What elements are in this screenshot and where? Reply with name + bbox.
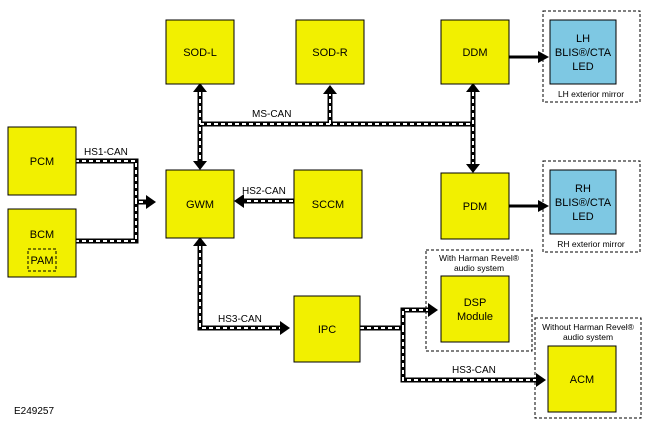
without-harman-group: [534, 317, 642, 419]
ipc-dsp-acm-link: [360, 307, 432, 331]
figure-ref: E249257: [14, 406, 54, 417]
rh-led-label-2: BLIS®/CTA: [555, 197, 612, 209]
arrow-to-acm: [536, 373, 546, 387]
ddm-label: DDM: [462, 47, 487, 59]
rh-mirror-label: RH exterior mirror: [557, 239, 625, 249]
with-harman-label-2: audio system: [454, 263, 504, 273]
acm-label: ACM: [570, 374, 594, 386]
module-sccm: SCCM: [293, 169, 363, 239]
ms-can-label: MS-CAN: [252, 109, 291, 120]
bus-lines-inner: [75, 92, 536, 381]
lh-mirror-label: LH exterior mirror: [558, 89, 624, 99]
hs1-can-bcm: [75, 202, 139, 244]
arrow-to-sodr: [323, 85, 337, 94]
lh-led-label-3: LED: [572, 61, 593, 73]
bus-arrowheads: [146, 83, 546, 387]
module-pcm: PCM: [7, 126, 77, 196]
without-harman-label-2: audio system: [563, 332, 613, 342]
arrow-to-gwm-top: [193, 161, 207, 170]
hs1-can-pcm: [75, 158, 150, 205]
gwm-label: GWM: [186, 199, 214, 211]
module-gwm: GWM: [165, 169, 235, 239]
module-ddm: DDM: [440, 19, 510, 85]
sod-l-label: SOD-L: [183, 47, 217, 59]
module-pdm: PDM: [440, 172, 510, 240]
module-bcm: BCM PAM: [7, 208, 77, 278]
hs1-can-label: HS1-CAN: [84, 147, 128, 158]
arrow-hs3-to-gwm: [193, 237, 207, 246]
bcm-label: BCM: [30, 229, 54, 241]
arrow-to-lh-led: [538, 51, 549, 63]
hs3-can-acm-label: HS3-CAN: [452, 365, 496, 376]
rh-led-label-1: RH: [575, 183, 591, 195]
module-ipc: IPC: [293, 295, 361, 363]
lh-blis-led: LH BLIS®/CTA LED: [549, 19, 617, 85]
module-acm: ACM: [547, 345, 617, 413]
rh-led-label-3: LED: [572, 211, 593, 223]
led-feed-lines: [508, 55, 540, 208]
module-sod-l: SOD-L: [165, 19, 235, 85]
module-dsp: DSP Module: [440, 275, 510, 343]
arrow-to-pdm: [466, 164, 480, 173]
arrow-to-ddm: [466, 83, 480, 92]
hs2-can-label: HS2-CAN: [242, 186, 286, 197]
dsp-label-1: DSP: [464, 297, 487, 309]
dsp-label-2: Module: [457, 311, 493, 323]
pdm-label: PDM: [463, 201, 487, 213]
module-sod-r: SOD-R: [295, 19, 365, 85]
arrow-hs2-to-gwm: [234, 194, 244, 208]
without-harman-label-1: Without Harman Revel®: [542, 322, 635, 332]
pcm-label: PCM: [30, 156, 54, 168]
arrow-to-dsp: [428, 303, 438, 317]
sccm-label: SCCM: [312, 199, 344, 211]
ipc-label: IPC: [318, 324, 336, 336]
with-harman-label-1: With Harman Revel®: [439, 253, 520, 263]
lh-led-label-1: LH: [576, 33, 590, 45]
arrow-to-rh-led: [538, 200, 549, 212]
pam-label: PAM: [30, 255, 53, 267]
with-harman-group: [425, 249, 533, 352]
hs3-can-gwm-ipc: [197, 244, 284, 331]
sod-r-label: SOD-R: [312, 47, 348, 59]
arrow-hs1-to-gwm: [146, 195, 156, 209]
rh-blis-led: RH BLIS®/CTA LED: [549, 169, 617, 235]
lh-led-label-2: BLIS®/CTA: [555, 47, 612, 59]
arrow-to-sodl: [193, 83, 207, 92]
arrow-to-ipc: [280, 321, 290, 335]
hs3-can-gwm-label: HS3-CAN: [218, 314, 262, 325]
